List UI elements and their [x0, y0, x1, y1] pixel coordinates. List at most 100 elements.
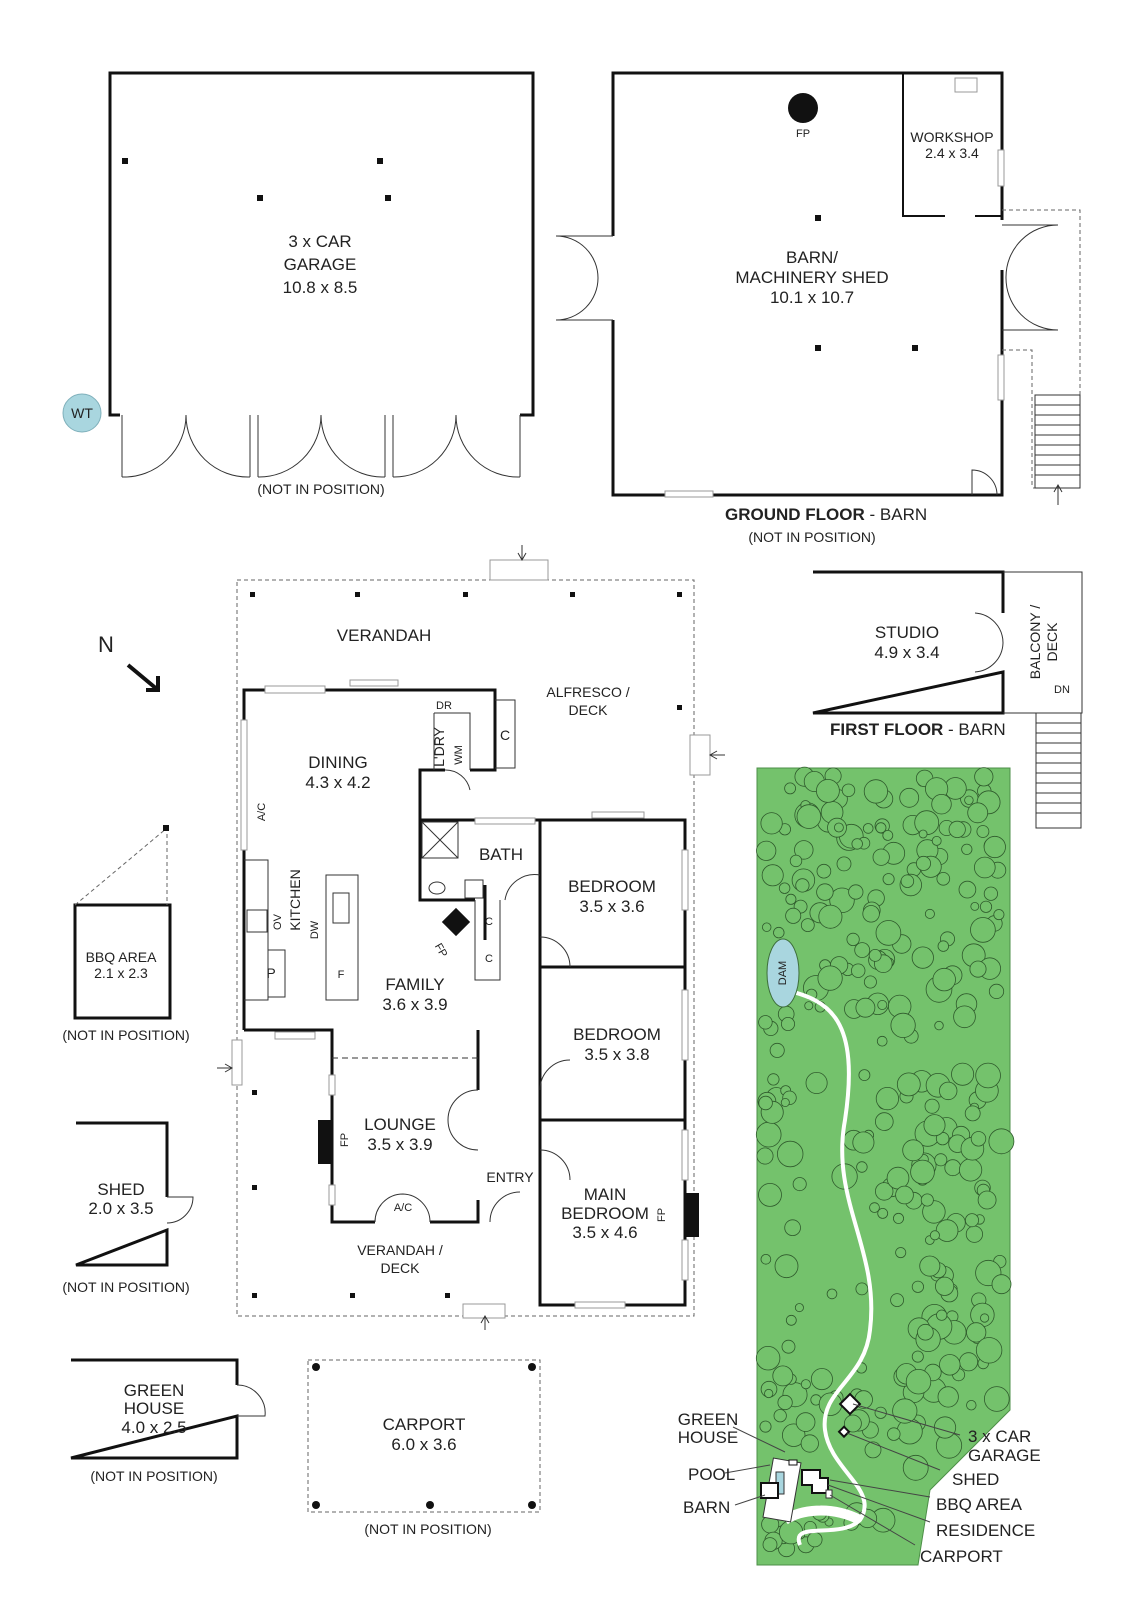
verandah-deck-label: VERANDAH / [357, 1242, 443, 1258]
carport-plan: CARPORT 6.0 x 3.6 (NOT IN POSITION) [307, 1359, 541, 1537]
tree-icon [785, 1314, 797, 1326]
tree-icon [895, 1247, 907, 1259]
tree-icon [965, 1225, 984, 1243]
tree-icon [965, 1213, 980, 1228]
kitchen-label: KITCHEN [287, 869, 303, 930]
tree-icon [977, 1190, 997, 1210]
greenhouse-label-2: HOUSE [124, 1399, 184, 1418]
tree-icon [939, 1354, 961, 1376]
tree-icon [918, 829, 928, 839]
tree-icon [759, 1420, 772, 1433]
tree-icon [882, 873, 895, 886]
ac-label: A/C [256, 803, 268, 821]
tree-icon [784, 1219, 801, 1236]
entry-label: ENTRY [486, 1169, 534, 1185]
lounge-dims: 3.5 x 3.9 [367, 1135, 432, 1154]
tree-icon [755, 1345, 781, 1371]
first-floor-rest: - BARN [943, 720, 1005, 739]
tree-icon [758, 1183, 782, 1207]
site-barn-label: BARN [683, 1498, 730, 1517]
tree-icon [844, 1414, 862, 1433]
barn-east-doors [1002, 224, 1059, 331]
barn-label: BARN/ [786, 248, 838, 267]
studio-dims: 4.9 x 3.4 [874, 643, 939, 662]
family-fp-label: FP [432, 941, 449, 959]
garage-note: (NOT IN POSITION) [257, 481, 384, 497]
barn-note: (NOT IN POSITION) [748, 529, 875, 545]
workshop-label: WORKSHOP [910, 129, 993, 145]
lounge-label: LOUNGE [364, 1115, 436, 1134]
tree-icon [875, 1182, 894, 1201]
tree-icon [818, 904, 843, 929]
first-floor-title: FIRST FLOOR - BARN [830, 720, 1006, 739]
tree-icon [924, 1098, 940, 1114]
tree-icon [937, 1386, 959, 1408]
tree-icon [800, 1434, 819, 1453]
tree-icon [817, 965, 843, 991]
ground-floor-title: GROUND FLOOR - BARN [725, 505, 927, 524]
garage-plan: 3 x CAR GARAGE 10.8 x 8.5 WT (NOT IN POS… [62, 71, 535, 497]
bath-label: BATH [479, 845, 523, 864]
tree-icon [976, 825, 990, 838]
tree-icon [864, 1441, 882, 1459]
tree-icon [890, 1012, 916, 1039]
tree-icon [794, 840, 814, 860]
site-garage-label-2: GARAGE [968, 1446, 1041, 1465]
tree-icon [792, 1177, 807, 1192]
tree-icon [905, 1368, 932, 1395]
barn-label-2: MACHINERY SHED [735, 268, 888, 287]
tree-icon [760, 1254, 772, 1265]
fireplace-icon [318, 1120, 332, 1164]
tree-icon [810, 1368, 833, 1391]
studio-plan: STUDIO 4.9 x 3.4 BALCONY / DECK DN FIRST… [812, 570, 1083, 829]
tree-icon [795, 878, 810, 893]
garage-label-2: GARAGE [284, 255, 357, 274]
tree-icon [795, 1412, 816, 1432]
tree-icon [863, 975, 877, 989]
tree-icon [966, 1399, 977, 1411]
tree-icon [784, 782, 796, 795]
north-arrow-icon [126, 663, 160, 692]
fridge-label: F [338, 969, 345, 981]
tree-icon [769, 1042, 785, 1058]
workshop-dims: 2.4 x 3.4 [925, 145, 979, 161]
tree-icon [781, 1017, 796, 1032]
tree-icon [970, 1131, 987, 1147]
dining-label: DINING [308, 753, 368, 772]
garage-doors [121, 414, 521, 478]
tree-icon [892, 1398, 918, 1424]
site-greenhouse-label: GREEN [678, 1410, 738, 1429]
barn-plan: FP WORKSHOP 2.4 x 3.4 BARN/ MACHINERY SH… [555, 71, 1081, 545]
cupboard-label-2: C [485, 953, 493, 965]
tree-icon [920, 1193, 934, 1207]
tree-icon [762, 922, 772, 932]
tree-icon [760, 812, 783, 835]
shed-plan: SHED 2.0 x 3.5 (NOT IN POSITION) [62, 1121, 194, 1295]
studio-stairs [1035, 712, 1082, 829]
tree-icon [934, 1020, 944, 1031]
tree-icon [902, 1454, 929, 1481]
tree-icon [851, 838, 863, 850]
laundry-label: L'DRY [431, 726, 447, 766]
tree-icon [777, 1140, 804, 1168]
laundry-benches [433, 712, 471, 770]
site-shed-label: SHED [952, 1470, 999, 1489]
tree-icon [868, 949, 882, 962]
main-bedroom-label-2: BEDROOM [561, 1204, 649, 1223]
laundry-cupboard-label: C [500, 727, 510, 743]
first-floor-bold: FIRST FLOOR [830, 720, 943, 739]
tree-icon [988, 983, 1005, 1000]
tree-icon [855, 1282, 869, 1296]
tree-icon [756, 1147, 774, 1165]
tree-icon [874, 1406, 887, 1419]
tree-icon [923, 1114, 946, 1137]
tree-icon [939, 1081, 958, 1101]
bedroom1-dims: 3.5 x 3.6 [579, 897, 644, 916]
tree-icon [863, 779, 889, 804]
tree-icon [983, 1386, 1010, 1412]
tree-icon [935, 1219, 959, 1242]
tree-icon [758, 1015, 773, 1030]
tree-icon [979, 1313, 990, 1323]
tree-icon [764, 1388, 774, 1399]
tree-icon [778, 882, 791, 894]
